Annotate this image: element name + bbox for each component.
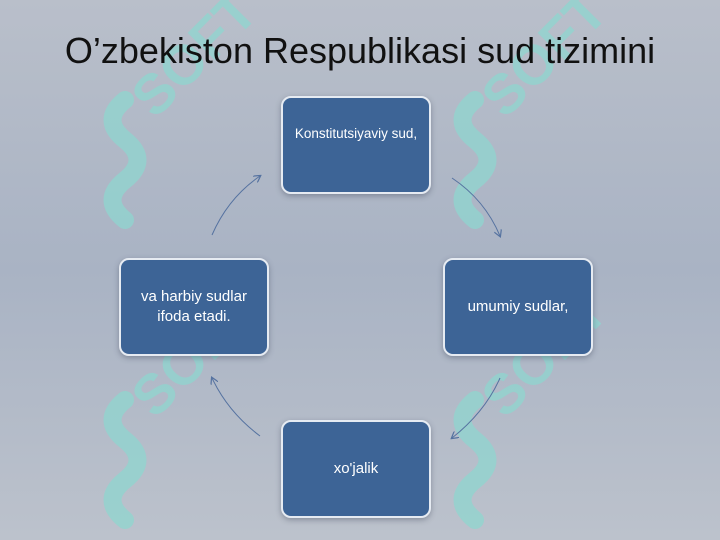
node-general-courts: umumiy sudlar, (443, 258, 593, 356)
arrow-left-to-top (211, 176, 260, 236)
node-label: xo'jalik (333, 460, 379, 477)
node-constitutional-court: Konstitutsiyaviy sud, (281, 96, 431, 194)
arrow-bottom-to-left (212, 378, 261, 437)
slide-title: O’zbekiston Respublikasi sud tizimini (64, 30, 656, 71)
node-label: umumiy sudlar, (467, 298, 569, 315)
node-label: va harbiy sudlar ifoda etadi. (141, 288, 247, 325)
arrow-right-to-bottom (452, 377, 501, 438)
node-label: Konstitutsiyaviy sud, (294, 126, 418, 141)
node-military-courts: va harbiy sudlar ifoda etadi. (119, 258, 269, 356)
node-economic-courts: xo'jalik (281, 420, 431, 518)
arrow-top-to-right (451, 177, 500, 236)
